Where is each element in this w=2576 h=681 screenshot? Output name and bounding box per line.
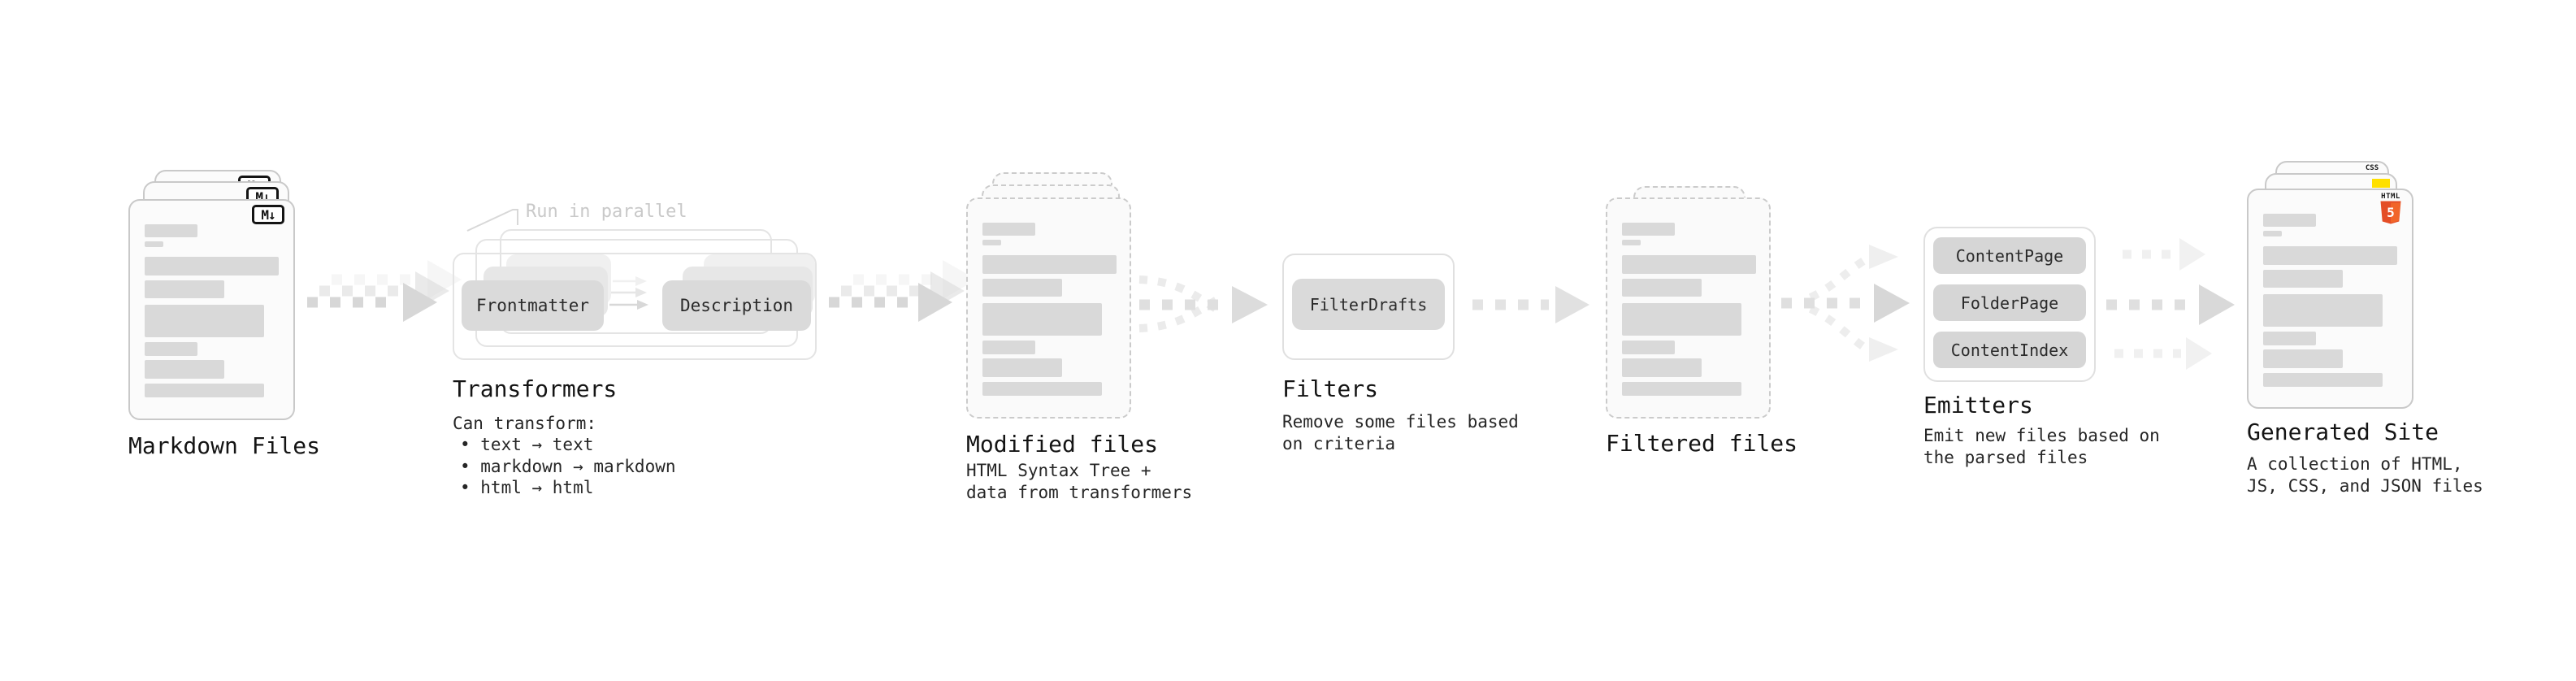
filtered-file-front	[1606, 197, 1771, 419]
arrow-modified-to-filters	[1138, 275, 1268, 332]
placeholder-line	[1622, 240, 1641, 245]
modified-file-front	[966, 197, 1131, 419]
placeholder-line	[2263, 373, 2383, 387]
transformers-bullet-list: • text → text • markdown → markdown • ht…	[453, 434, 676, 499]
placeholder-line	[2263, 214, 2316, 227]
placeholder-line	[982, 240, 1001, 245]
transformer-box-front	[453, 253, 817, 360]
arrow-filters-to-filtered	[1472, 286, 1589, 323]
css-badge-label: CSS	[2365, 164, 2379, 172]
stage-title-markdown-files: Markdown Files	[128, 432, 321, 459]
placeholder-line	[2263, 294, 2383, 327]
placeholder-line	[145, 384, 264, 397]
placeholder-line	[2263, 332, 2316, 345]
placeholder-line	[1622, 358, 1702, 377]
stage-title-generated-site: Generated Site	[2247, 419, 2439, 445]
placeholder-line	[2263, 349, 2343, 368]
placeholder-line	[982, 223, 1035, 236]
arrow-markdown-to-transformers	[307, 260, 462, 322]
generated-site-caption: A collection of HTML, JS, CSS, and JSON …	[2247, 454, 2483, 496]
placeholder-line	[982, 279, 1062, 297]
placeholder-line	[145, 280, 224, 298]
stage-title-transformers: Transformers	[453, 375, 618, 402]
arrow-emitters-to-generated	[2106, 238, 2235, 370]
markdown-file-front: M↓	[128, 199, 295, 420]
placeholder-line	[982, 358, 1062, 377]
emitters-caption: Emit new files based on the parsed files	[1923, 426, 2160, 467]
transformers-bullet: • html → html	[460, 478, 594, 497]
transformers-bullet: • markdown → markdown	[460, 456, 676, 476]
placeholder-line	[145, 360, 224, 379]
filters-caption: Remove some files based on criteria	[1282, 412, 1519, 453]
stage-title-emitters: Emitters	[1923, 392, 2033, 419]
arrow-filtered-to-emitters	[1781, 245, 1910, 362]
filterdrafts-pill: FilterDrafts	[1292, 279, 1445, 330]
parallel-step-arrows	[609, 276, 648, 310]
html5-shield-icon: 5	[2380, 201, 2401, 224]
placeholder-line	[145, 342, 197, 356]
markdown-icon: M↓	[252, 205, 284, 224]
placeholder-line	[982, 382, 1102, 396]
placeholder-line	[1622, 382, 1741, 396]
modified-files-caption: HTML Syntax Tree + data from transformer…	[966, 461, 1193, 502]
js-badge-icon	[2372, 179, 2390, 188]
placeholder-line	[145, 305, 264, 337]
stage-title-filters: Filters	[1282, 375, 1379, 402]
transformers-caption: Can transform:	[453, 414, 597, 433]
transformers-bullet: • text → text	[460, 435, 594, 454]
html5-shield-number: 5	[2387, 205, 2395, 220]
frontmatter-pill: Frontmatter	[462, 280, 604, 331]
emitter-contentindex-pill: ContentIndex	[1933, 332, 2086, 368]
placeholder-line	[145, 241, 163, 247]
emitter-contentpage-pill: ContentPage	[1933, 237, 2086, 274]
run-in-parallel-note: Run in parallel	[526, 202, 687, 222]
placeholder-line	[145, 257, 279, 275]
placeholder-line	[1622, 303, 1741, 336]
html5-badge-label: HTML	[2381, 193, 2400, 201]
placeholder-line	[982, 340, 1035, 354]
placeholder-line	[2263, 231, 2282, 236]
placeholder-line	[2263, 270, 2343, 288]
placeholder-line	[1622, 279, 1702, 297]
description-pill: Description	[662, 280, 811, 331]
placeholder-line	[982, 255, 1117, 274]
placeholder-line	[145, 224, 197, 237]
stage-title-modified-files: Modified files	[966, 431, 1159, 458]
placeholder-line	[982, 303, 1102, 336]
placeholder-line	[1622, 223, 1675, 236]
placeholder-line	[2263, 246, 2397, 265]
arrow-transformers-to-modified	[829, 260, 977, 322]
html5-badge-icon: HTML 5	[2379, 193, 2402, 224]
stage-title-filtered-files: Filtered files	[1606, 430, 1798, 457]
placeholder-line	[1622, 340, 1675, 354]
generated-file-html: HTML 5	[2247, 189, 2413, 409]
emitter-folderpage-pill: FolderPage	[1933, 284, 2086, 321]
run-in-parallel-callout-line	[466, 209, 518, 232]
placeholder-line	[1622, 255, 1756, 274]
